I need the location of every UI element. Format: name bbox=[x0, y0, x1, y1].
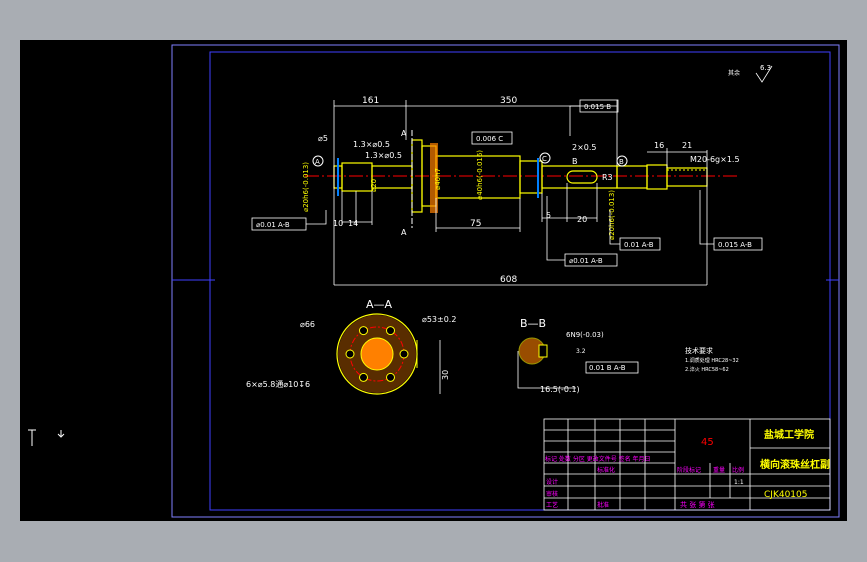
dim-30: 30 bbox=[441, 370, 450, 380]
extension-lines bbox=[333, 100, 708, 285]
flange-hatch bbox=[430, 143, 438, 213]
dimension-lines bbox=[334, 105, 707, 286]
section-BB-title: B—B bbox=[520, 317, 546, 330]
flange-bore bbox=[360, 337, 394, 371]
title-approve: 批准 bbox=[597, 501, 609, 509]
title-stage: 阶段标记 bbox=[677, 466, 701, 474]
dim-10: 10 bbox=[333, 219, 343, 228]
title-weight: 重量 bbox=[713, 466, 725, 474]
title-drawing-no: CJK40105 bbox=[764, 490, 807, 500]
fcf-7: 0.01 B A-B bbox=[589, 364, 626, 372]
title-row-header: 标记 处数 分区 更改文件号 签名 年月日 bbox=[545, 455, 651, 463]
section-B-top: B bbox=[572, 157, 578, 166]
inner-border bbox=[209, 51, 831, 511]
dim-key-6n9: 6N9(-0.03) bbox=[566, 331, 604, 339]
fcf-4: ⌀0.01 A-B bbox=[569, 257, 603, 265]
dim-phi66: ⌀66 bbox=[300, 320, 315, 329]
fcf-leaders bbox=[306, 105, 714, 261]
dim-16.5-line bbox=[517, 351, 576, 389]
roughness-other-label: 其余 bbox=[728, 69, 740, 77]
title-process: 工艺 bbox=[546, 501, 558, 509]
roughness-6.3: 6.3 bbox=[760, 64, 771, 72]
section-AA-title: A—A bbox=[366, 298, 393, 311]
cad-drawing: 161 350 608 75 10 14 5 20 21 16 ⌀5 1.3×⌀… bbox=[28, 44, 840, 518]
fcf-6: 0.015 A-B bbox=[718, 241, 752, 249]
fcf-5: 0.01 A-B bbox=[624, 241, 654, 249]
dim-75: 75 bbox=[470, 219, 481, 229]
section-A-top: A bbox=[401, 129, 407, 138]
dim-chamfer-3: 2×0.5 bbox=[572, 143, 597, 152]
dim-608: 608 bbox=[500, 275, 517, 285]
fcf-frames bbox=[251, 99, 763, 267]
roughness-icon bbox=[755, 65, 773, 83]
title-review: 审核 bbox=[546, 490, 558, 498]
title-part-name: 横向滚珠丝杠副 bbox=[760, 458, 830, 471]
title-standard: 标准化 bbox=[597, 466, 615, 474]
title-scale-value: 1:1 bbox=[734, 479, 744, 486]
dim-21: 21 bbox=[682, 141, 692, 150]
title-block-grid bbox=[543, 418, 831, 511]
datum-circle-A bbox=[312, 155, 324, 167]
ucs-axis-icon bbox=[28, 429, 65, 446]
dim-m20: M20-6g×1.5 bbox=[690, 155, 740, 164]
dim-20: 20 bbox=[577, 215, 587, 224]
dim-chamfer-2: 1.3×⌀0.5 bbox=[365, 151, 402, 160]
title-scale: 比例 bbox=[732, 466, 744, 474]
dim-chamfer-1: 1.3×⌀0.5 bbox=[353, 140, 390, 149]
dim-r3: R3 bbox=[602, 173, 613, 182]
dim-phi20h6-left: ⌀20h6(-0.013) bbox=[302, 162, 310, 212]
flange-bolt-holes bbox=[345, 326, 409, 382]
dim-phi40h7: ⌀40h7 bbox=[434, 168, 442, 190]
fcf-3: 0.006 C bbox=[476, 135, 503, 143]
datum-C-label: C bbox=[542, 155, 547, 163]
roughness-3.2: 3.2 bbox=[576, 348, 586, 355]
datum-B-label: B bbox=[619, 158, 624, 166]
title-sheets: 共 张 第 张 bbox=[680, 500, 715, 509]
section-A-bottom: A bbox=[401, 228, 407, 237]
outer-border bbox=[171, 44, 840, 518]
dim-phi5: ⌀5 bbox=[318, 134, 328, 143]
datum-circle-B bbox=[616, 155, 628, 167]
dim-phi40: ⌀40h6(-0.016) bbox=[476, 150, 484, 200]
dim-350: 350 bbox=[500, 96, 517, 106]
title-design: 设计 bbox=[546, 478, 558, 486]
title-school: 盐城工学院 bbox=[764, 428, 814, 441]
fcf-1: ⌀0.01 A-B bbox=[256, 221, 290, 229]
dim-16.5: 16.5(-0.1) bbox=[540, 385, 580, 394]
fcf-7-frame bbox=[585, 361, 639, 374]
tech-notes-line1: 1.调质处理 HRC28~32 bbox=[685, 357, 739, 364]
dim-phi53: ⌀53±0.2 bbox=[422, 315, 456, 324]
dim-phi20h6-right: ⌀20h6(-0.013) bbox=[608, 190, 616, 240]
dim-14: 14 bbox=[348, 219, 358, 228]
drawing-viewport[interactable]: 161 350 608 75 10 14 5 20 21 16 ⌀5 1.3×⌀… bbox=[20, 40, 847, 521]
dim-phi20: ⌀20 bbox=[370, 179, 378, 192]
datum-circle-C bbox=[539, 152, 551, 164]
tech-notes-title: 技术要求 bbox=[685, 346, 713, 355]
title-material: 45 bbox=[701, 437, 714, 448]
dim-holes: 6×⌀5.8通⌀10↧6 bbox=[246, 379, 310, 389]
dim-5: 5 bbox=[546, 211, 551, 220]
fcf-2: 0.015 B bbox=[584, 103, 611, 111]
dim-161: 161 bbox=[362, 96, 379, 106]
keyway bbox=[538, 344, 548, 358]
dim-16: 16 bbox=[654, 141, 664, 150]
datum-A-label: A bbox=[315, 158, 320, 166]
tech-notes-line2: 2.淬火 HRC58~62 bbox=[685, 366, 729, 373]
